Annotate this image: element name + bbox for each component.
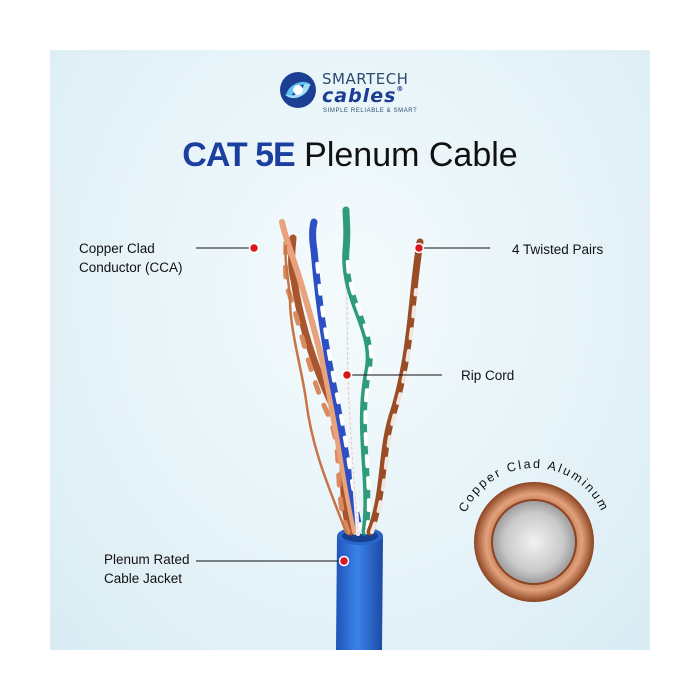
- cca-badge: Copper Clad Aluminum: [456, 457, 610, 602]
- swirl-globe-icon: [280, 72, 316, 108]
- page-title: CAT 5E Plenum Cable: [50, 136, 650, 175]
- red-dot-icon: [248, 242, 260, 254]
- callout-conductor-line2: Conductor (CCA): [79, 260, 183, 275]
- brand-logo: SMARTECH cables® SIMPLE RELIABLE & SMART: [278, 68, 428, 116]
- logo-name-main: cables®: [322, 85, 404, 107]
- registered-mark: ®: [396, 85, 405, 93]
- callout-jacket-line2: Cable Jacket: [104, 571, 183, 586]
- twisted-pairs: [279, 206, 424, 536]
- red-dot-icon: [341, 369, 353, 381]
- title-rest: Plenum Cable: [304, 136, 518, 174]
- callout-pairs: 4 Twisted Pairs: [512, 242, 604, 257]
- callout-conductor-line1: Copper Clad: [79, 241, 155, 256]
- red-dot-icon: [413, 242, 425, 254]
- logo-name-main-text: cables: [322, 85, 397, 107]
- cable-illustration: Copper Clad Aluminum: [196, 206, 610, 650]
- product-panel: SMARTECH cables® SIMPLE RELIABLE & SMART…: [50, 50, 650, 650]
- cable-jacket: [336, 527, 383, 650]
- title-brand: CAT 5E: [182, 136, 295, 174]
- logo-tagline: SIMPLE RELIABLE & SMART: [323, 108, 418, 114]
- logo-name-top: SMARTECH: [322, 70, 409, 88]
- red-dot-icon: [338, 555, 350, 567]
- callout-markers: [248, 242, 425, 567]
- callout-rip-cord: Rip Cord: [461, 368, 515, 383]
- callout-conductor: Copper Clad Conductor (CCA): [79, 239, 183, 277]
- callout-jacket-line1: Plenum Rated: [104, 552, 190, 567]
- callout-lines: [196, 247, 490, 562]
- callout-jacket: Plenum Rated Cable Jacket: [104, 550, 190, 588]
